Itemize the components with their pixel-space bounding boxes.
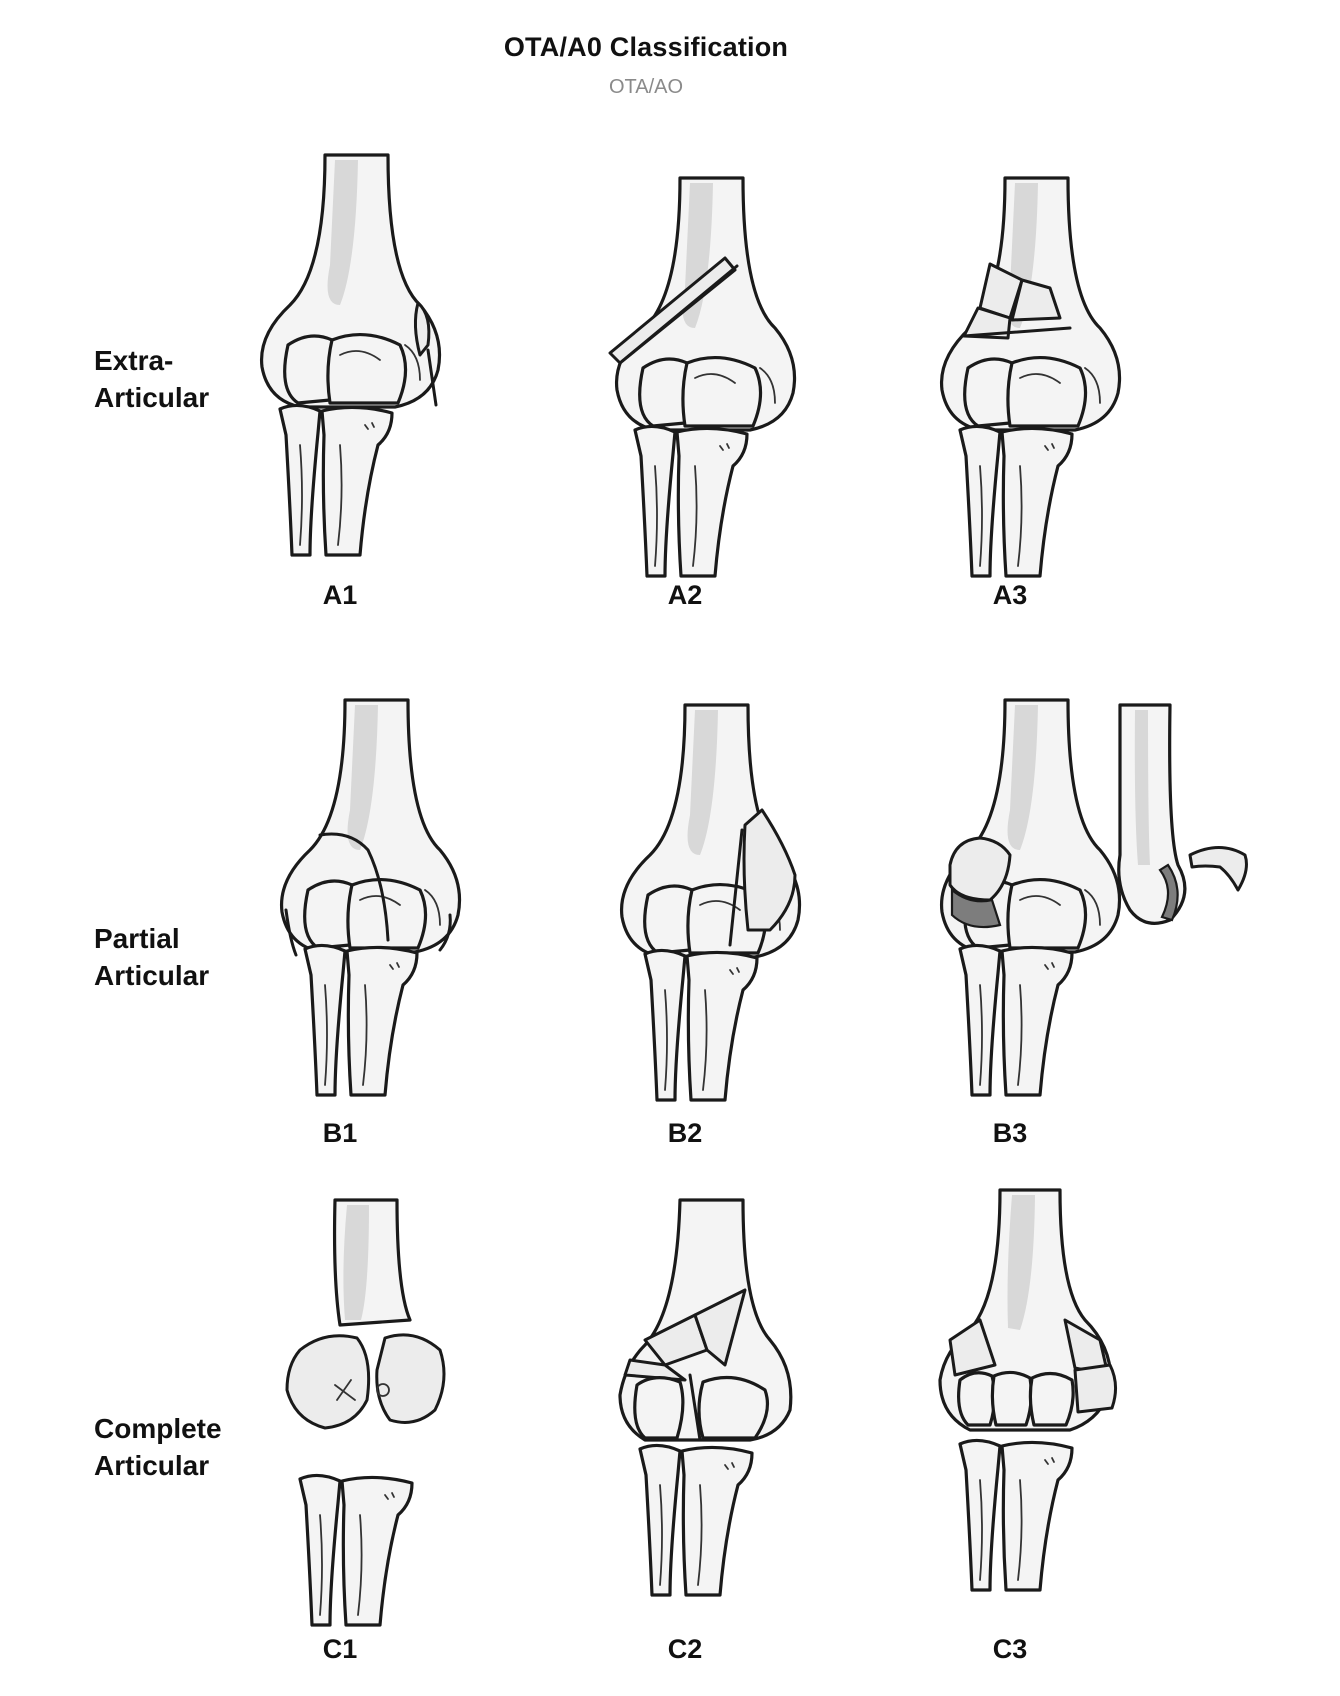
figure-c1-complete-articular-fracture xyxy=(265,1198,485,1627)
row-label-extra-articular: Extra- Articular xyxy=(94,345,210,413)
cell-label-c2: C2 xyxy=(667,1634,703,1664)
cell-label-b1: B1 xyxy=(322,1118,358,1148)
diagram-title: OTA/A0 Classification xyxy=(503,32,789,62)
figure-c3-complete-articular-fracture xyxy=(930,1188,1150,1610)
cell-label-c3: C3 xyxy=(992,1634,1028,1664)
figure-a1-extra-articular-fracture xyxy=(250,153,470,557)
figure-a2-extra-articular-fracture xyxy=(595,158,815,578)
cell-label-b3: B3 xyxy=(992,1118,1028,1148)
cell-label-a1: A1 xyxy=(322,580,358,610)
cell-label-b2: B2 xyxy=(667,1118,703,1148)
row-label-partial-articular: Partial Articular xyxy=(94,923,210,991)
diagram-subtitle: OTA/AO xyxy=(608,76,684,98)
figure-b3-lateral-view xyxy=(1110,703,1260,955)
row-label-complete-articular: Complete Articular xyxy=(94,1413,222,1481)
figure-a3-extra-articular-fracture xyxy=(930,168,1150,578)
figure-b2-partial-articular-fracture xyxy=(610,703,830,1105)
cell-label-c1: C1 xyxy=(322,1634,358,1664)
figure-b1-partial-articular-fracture xyxy=(270,698,490,1100)
figure-c2-complete-articular-fracture xyxy=(605,1198,825,1620)
figure-b3-partial-articular-fracture xyxy=(930,698,1150,1100)
cell-label-a2: A2 xyxy=(667,580,703,610)
cell-label-a3: A3 xyxy=(992,580,1028,610)
